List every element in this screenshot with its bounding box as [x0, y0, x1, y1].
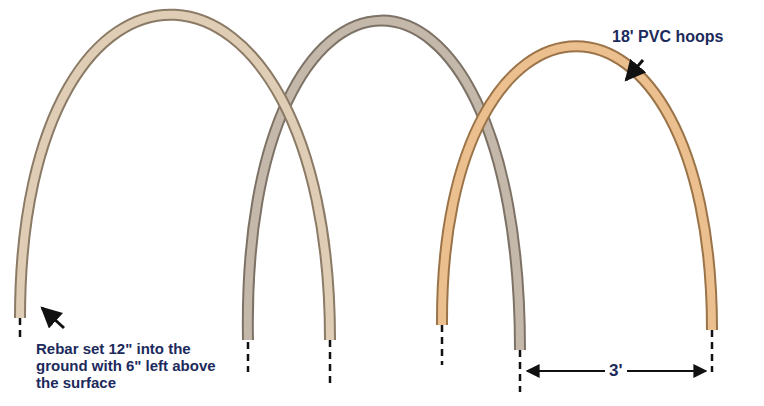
hoop-label: 18' PVC hoops: [612, 28, 752, 46]
pvc-hoop: [442, 46, 712, 330]
dimension-label: 3': [605, 361, 627, 380]
pvc-hoop: [20, 15, 330, 340]
leader-arrow: [626, 60, 643, 80]
pvc-hoop: [248, 21, 520, 350]
leader-arrow: [42, 308, 64, 328]
rebar-stakes: [20, 318, 712, 392]
rebar-note: Rebar set 12" into the ground with 6" le…: [36, 340, 241, 391]
